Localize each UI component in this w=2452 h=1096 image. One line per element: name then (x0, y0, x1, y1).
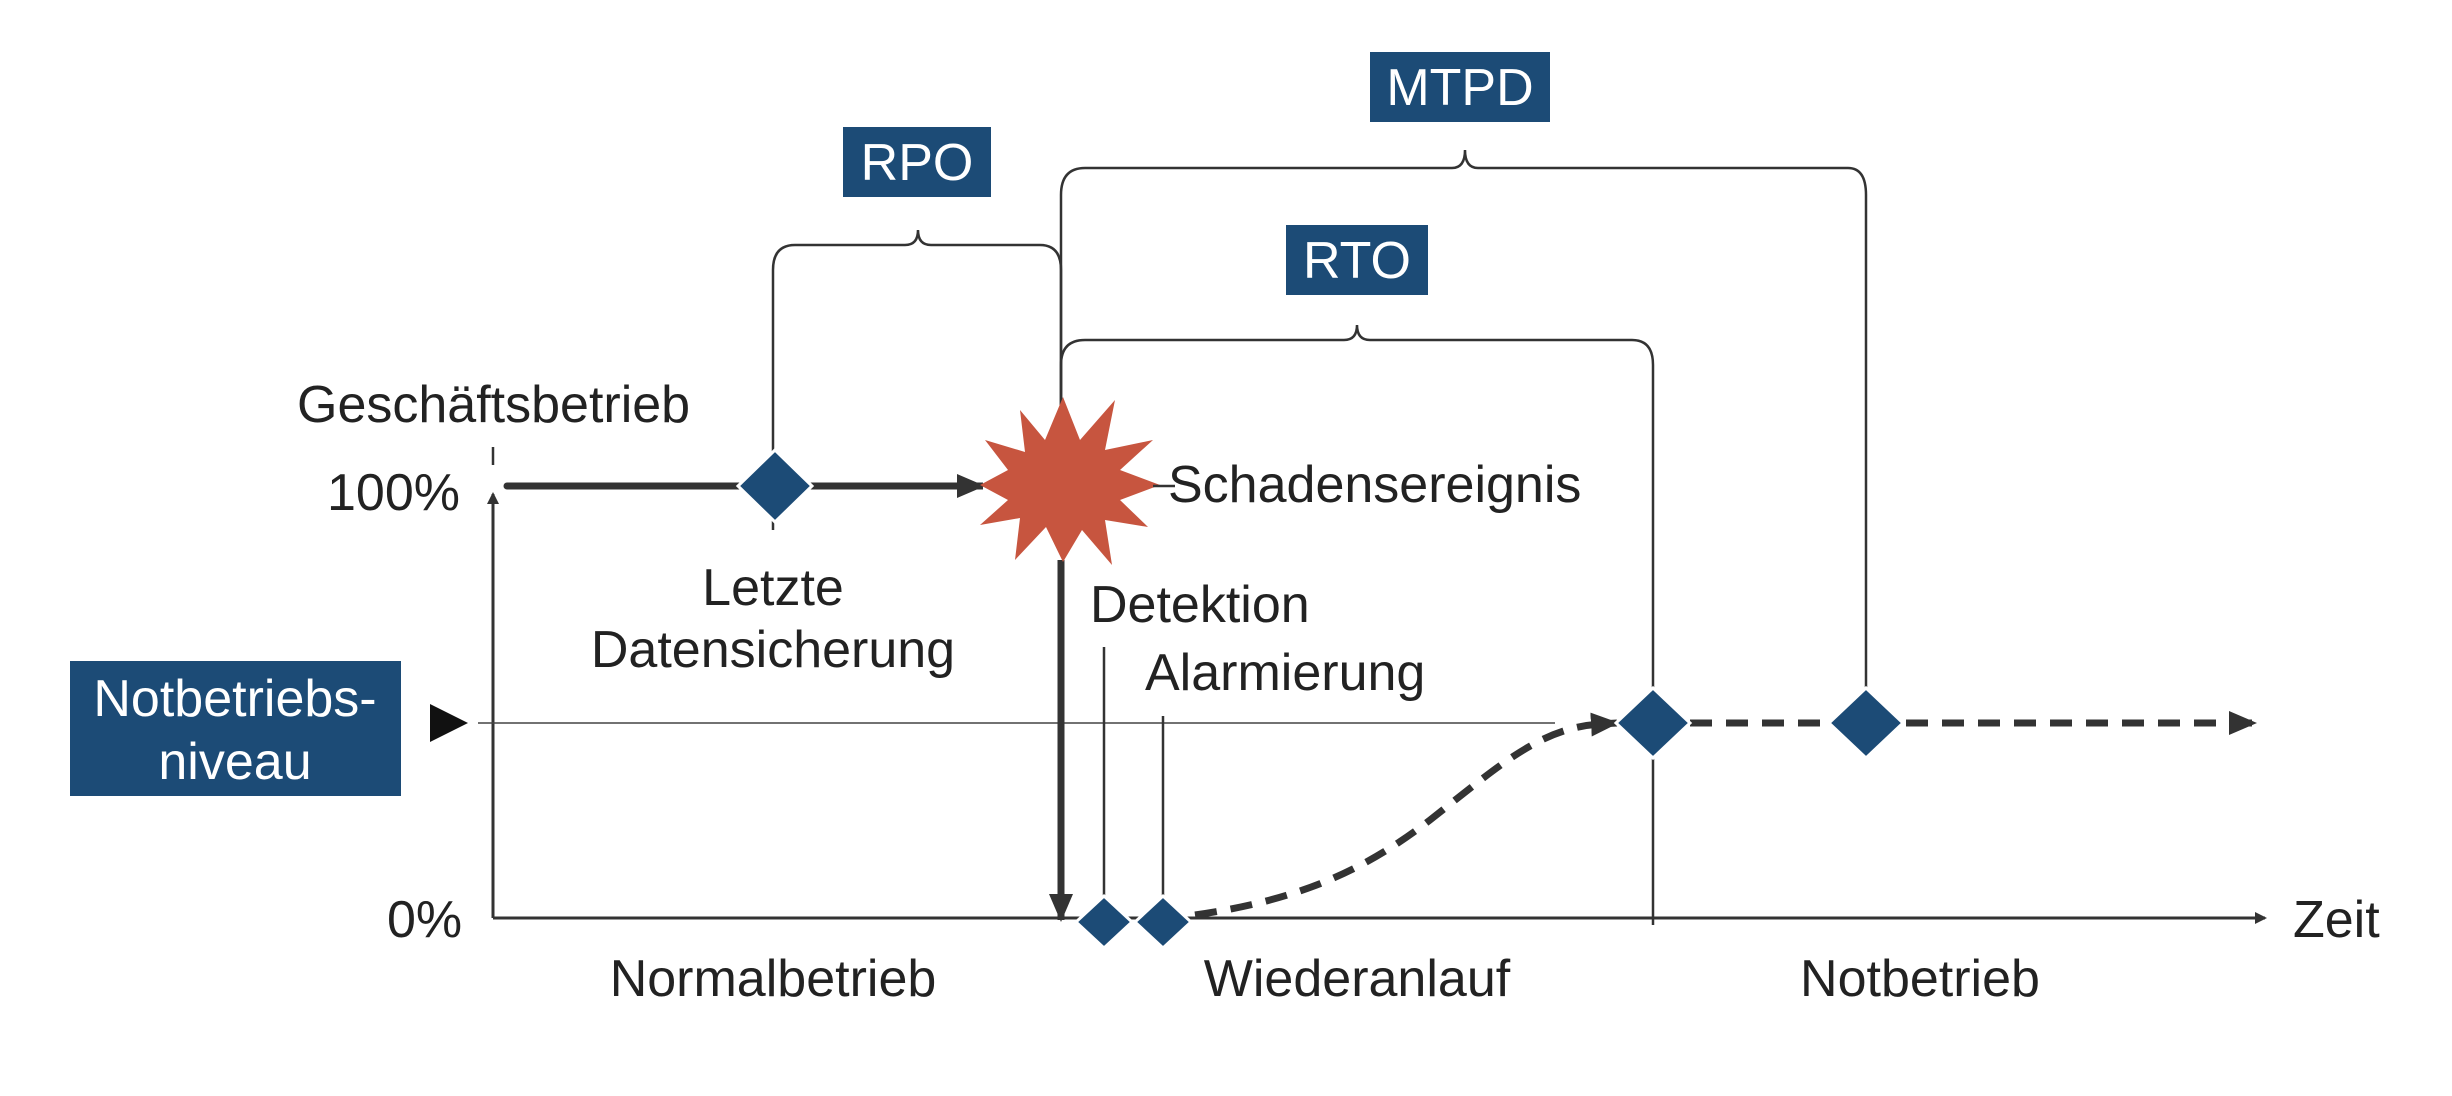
rto-bracket (1059, 324, 1655, 925)
detection-marker (1073, 893, 1135, 951)
rto-label: RTO (1303, 232, 1411, 290)
mtpd-label: MTPD (1386, 59, 1533, 117)
phase-emergency-label: Notbetrieb (1800, 950, 2040, 1008)
detection-label: Detektion (1090, 576, 1310, 634)
level-pointer-icon (430, 704, 468, 742)
alarm-marker (1132, 893, 1194, 951)
level-box (70, 661, 401, 796)
level-box-line2: niveau (158, 733, 311, 791)
mtpd-marker (1826, 685, 1906, 761)
phase-restart-label: Wiederanlauf (1204, 950, 1511, 1008)
phase-normal-label: Normalbetrieb (610, 950, 937, 1008)
x-axis-title: Zeit (2293, 891, 2380, 949)
mtpd-bracket (1059, 149, 1868, 710)
level-box-line1: Notbetriebs- (93, 670, 376, 728)
y-axis-label-0: 0% (387, 891, 462, 949)
last-backup-label-line2: Datensicherung (591, 621, 955, 679)
damage-event-label: Schadensereignis (1168, 456, 1581, 514)
y-axis-label-100: 100% (327, 464, 460, 522)
recovery-curve (1194, 720, 1601, 919)
damage-event-burst-icon (980, 397, 1160, 565)
alarm-label: Alarmierung (1145, 644, 1425, 702)
y-axis-title: Geschäftsbetrieb (297, 376, 690, 434)
last-backup-label-line1: Letzte (702, 559, 844, 617)
rto-label-box (1286, 225, 1428, 295)
rpo-label: RPO (861, 134, 974, 192)
rpo-label-box (843, 127, 991, 197)
rto-marker (1613, 685, 1693, 761)
mtpd-label-box (1370, 52, 1550, 122)
rpo-bracket (771, 229, 1063, 530)
last-backup-marker (735, 447, 815, 525)
